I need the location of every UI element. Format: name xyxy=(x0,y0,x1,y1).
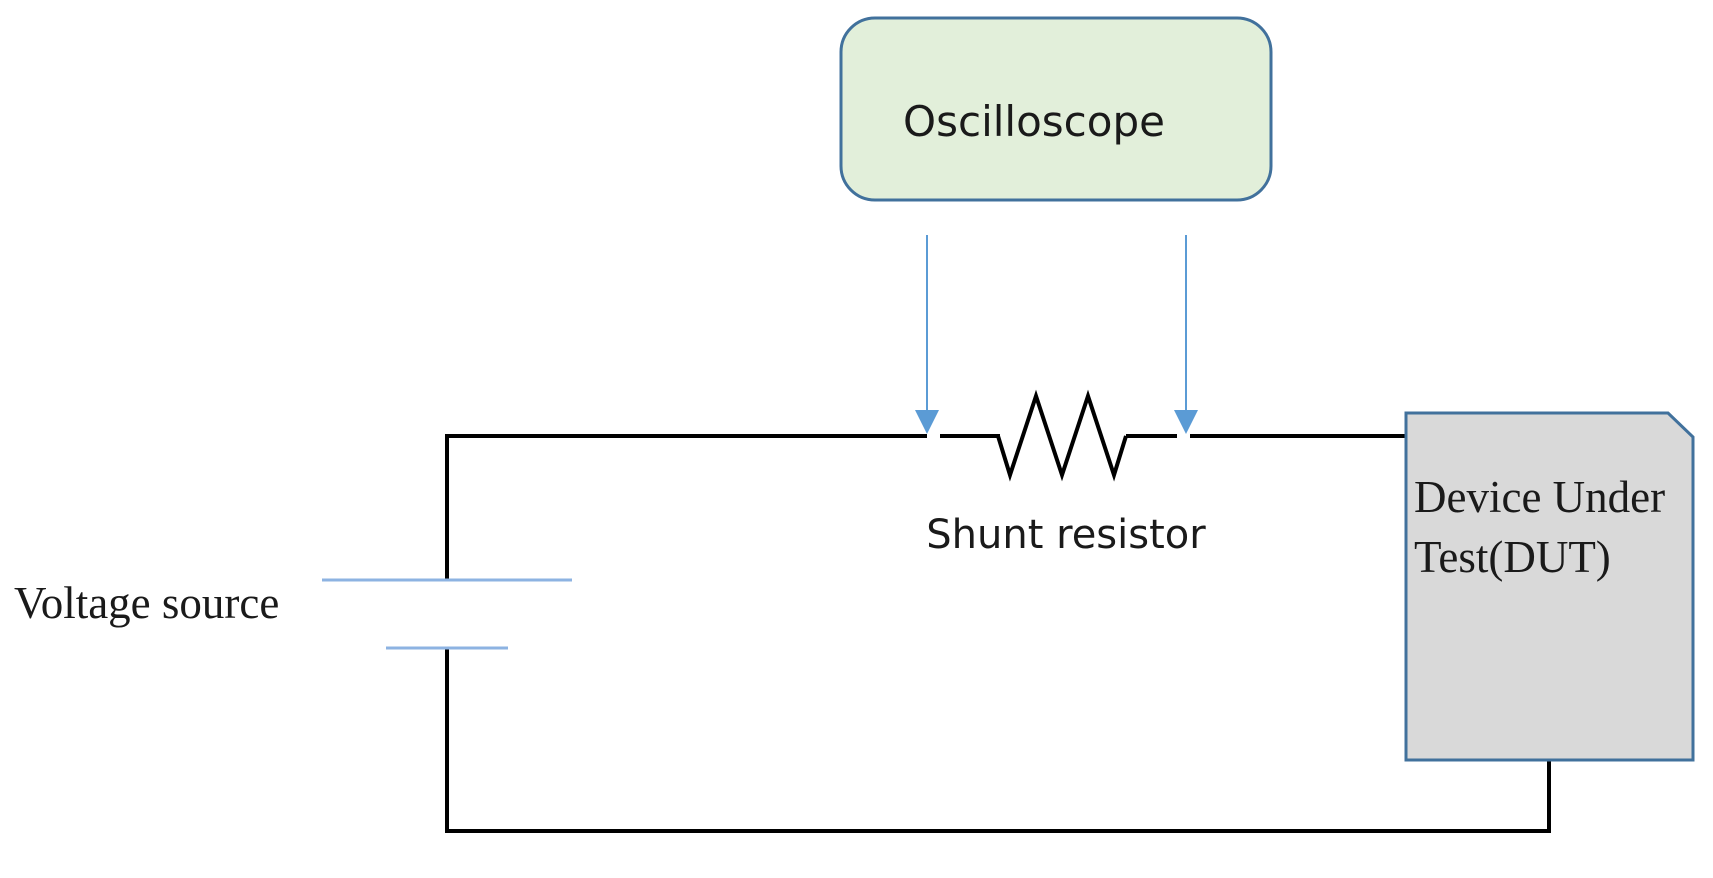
dut-label-line2: Test(DUT) xyxy=(1414,532,1611,582)
voltage-source: Voltage source xyxy=(14,578,572,650)
oscilloscope-box: Oscilloscope xyxy=(839,16,1273,202)
shunt-resistor-label: Shunt resistor xyxy=(926,512,1206,558)
probe-arrow-left xyxy=(915,235,939,434)
dut-label-line1: Device Under xyxy=(1414,472,1665,522)
oscilloscope-label: Oscilloscope xyxy=(903,97,1165,146)
circuit-wires xyxy=(445,434,1551,833)
dut-box: Device Under Test(DUT) xyxy=(1404,411,1695,762)
probe-arrow-right xyxy=(1174,235,1198,434)
shunt-resistor: Shunt resistor xyxy=(926,389,1206,558)
voltage-source-label: Voltage source xyxy=(14,578,279,628)
